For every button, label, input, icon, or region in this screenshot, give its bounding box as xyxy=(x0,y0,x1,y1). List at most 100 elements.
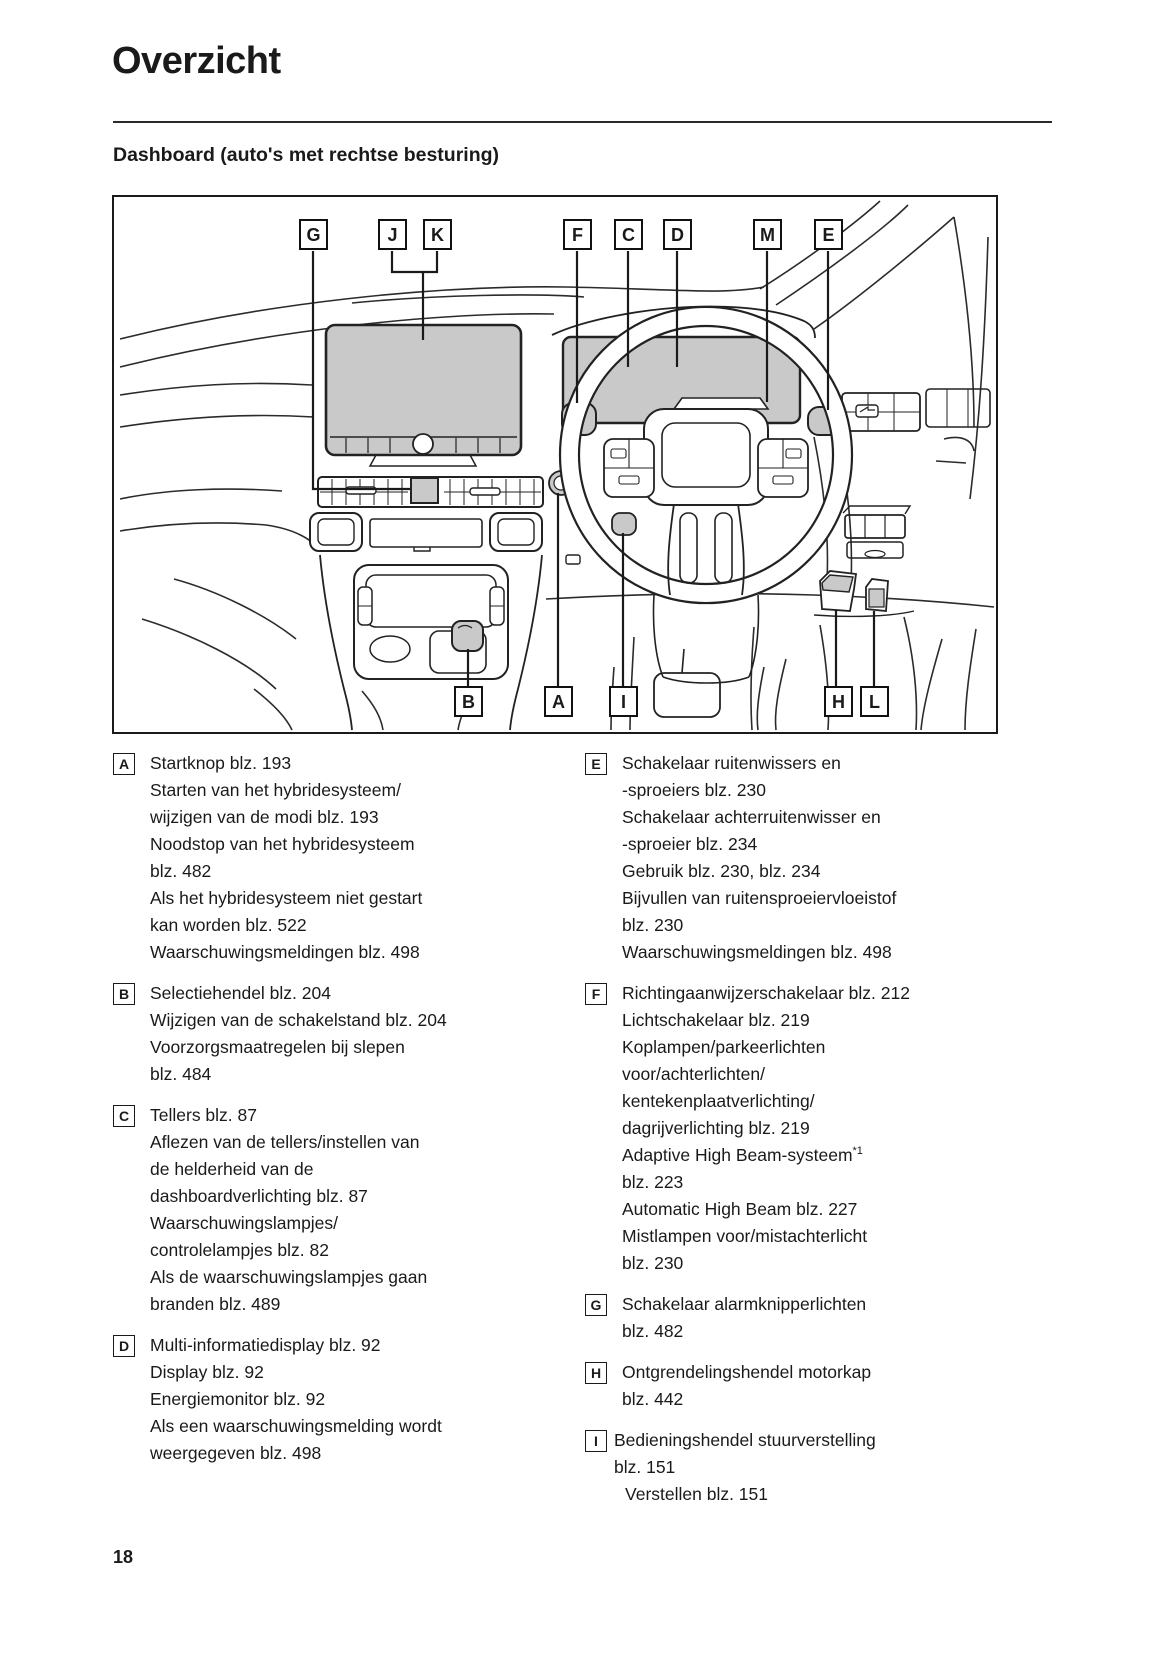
callout-L: L xyxy=(860,686,889,717)
legend-line: dagrijverlichting blz. 219 xyxy=(622,1118,810,1138)
legend-line: kentekenplaatverlichting/ xyxy=(622,1091,815,1111)
legend-line: Starten van het hybridesysteem/ xyxy=(150,780,401,800)
legend-line: Aflezen van de tellers/instellen van xyxy=(150,1132,420,1152)
callout-E: E xyxy=(814,219,843,250)
screen-knob xyxy=(412,433,434,455)
page-number: 18 xyxy=(113,1547,134,1567)
legend-line: Gebruik blz. 230, blz. 234 xyxy=(622,861,821,881)
legend-line: Schakelaar ruitenwissers en xyxy=(622,753,841,773)
steering-wheel xyxy=(558,305,854,684)
legend-line: blz. 442 xyxy=(622,1389,684,1409)
legend-letter-H: H xyxy=(585,1362,607,1384)
legend-line: wijzigen van de modi blz. 193 xyxy=(150,807,379,827)
legend-line: Als de waarschuwingslampjes gaan xyxy=(150,1267,428,1287)
right-spoke-buttons xyxy=(757,438,809,498)
dashboard-background xyxy=(119,200,995,731)
legend-line: dashboardverlichting blz. 87 xyxy=(150,1186,368,1206)
legend-line: blz. 484 xyxy=(150,1064,212,1084)
legend-line: Ontgrendelingshendel motorkap xyxy=(622,1362,872,1382)
infotainment-screen xyxy=(324,323,523,467)
legend-line: controlelampjes blz. 82 xyxy=(150,1240,329,1260)
legend-line: blz. 482 xyxy=(150,861,212,881)
left-spoke-buttons xyxy=(603,438,655,498)
legend-entry-D: D Multi-informatiedisplay blz. 92 Display … xyxy=(113,1332,571,1467)
dashboard-figure: G J K F C D M E B A I H L xyxy=(112,195,998,734)
legend-line: Noodstop van het hybridesysteem xyxy=(150,834,415,854)
legend-line: -sproeier blz. 234 xyxy=(622,834,758,854)
legend-line: Verstellen blz. 151 xyxy=(625,1484,769,1504)
legend-line: Wijzigen van de schakelstand blz. 204 xyxy=(150,1010,447,1030)
legend-line: de helderheid van de xyxy=(150,1159,314,1179)
hood-release-handle xyxy=(821,574,854,593)
legend-entry-G: G Schakelaar alarmknipperlichten blz. 482 xyxy=(585,1291,1055,1345)
legend-line: blz. 223 xyxy=(622,1172,684,1192)
legend-letter-F: F xyxy=(585,983,607,1005)
legend-line: Bijvullen van ruitensproeiervloeistof xyxy=(622,888,897,908)
callout-leader-lines xyxy=(311,251,876,686)
legend-line: Richtingaanwijzerschakelaar blz. 212 xyxy=(622,983,910,1003)
legend-letter-E: E xyxy=(585,753,607,775)
callout-H: H xyxy=(824,686,853,717)
legend-line: Waarschuwingsmeldingen blz. 498 xyxy=(150,942,420,962)
legend-line: weergegeven blz. 498 xyxy=(150,1443,322,1463)
right-air-vent xyxy=(841,388,991,432)
section-subtitle: Dashboard (auto's met rechtse besturing) xyxy=(113,144,500,166)
legend-line: Koplampen/parkeerlichten xyxy=(622,1037,826,1057)
legend-entry-H: H Ontgrendelingshendel motorkap blz. 442 xyxy=(585,1359,1055,1413)
legend-line: Als een waarschuwingsmelding wordt xyxy=(150,1416,442,1436)
tilt-lever xyxy=(611,512,637,536)
binnacle-hood xyxy=(551,305,816,339)
legend-line: blz. 151 xyxy=(614,1457,676,1477)
legend-line: blz. 230 xyxy=(622,915,684,935)
center-vents xyxy=(317,476,544,508)
callout-G: G xyxy=(299,219,328,250)
legend-line: Schakelaar alarmknipperlichten xyxy=(622,1294,867,1314)
column-top-display xyxy=(672,397,770,410)
legend-letter-A: A xyxy=(113,753,135,775)
legend-line: Bedieningshendel stuurverstelling xyxy=(614,1430,876,1450)
callout-F: F xyxy=(563,219,592,250)
legend-line: Multi-informatiedisplay blz. 92 xyxy=(150,1335,381,1355)
legend-letter-G: G xyxy=(585,1294,607,1316)
hazard-switch xyxy=(410,477,439,504)
legend-letter-C: C xyxy=(113,1105,135,1127)
lower-right-switches xyxy=(813,570,915,618)
callout-K: K xyxy=(423,219,452,250)
center-console xyxy=(319,554,581,731)
legend-line: blz. 230 xyxy=(622,1253,684,1273)
callout-B: B xyxy=(454,686,483,717)
legend-line: Schakelaar achterruitenwisser en xyxy=(622,807,881,827)
side-vents xyxy=(309,512,543,552)
callout-A: A xyxy=(544,686,573,717)
legend-line: Als het hybridesysteem niet gestart xyxy=(150,888,423,908)
legend-line: kan worden blz. 522 xyxy=(150,915,307,935)
legend-letter-D: D xyxy=(113,1335,135,1357)
dashboard-line-art xyxy=(119,200,995,731)
legend-line: Mistlampen voor/mistachterlicht xyxy=(622,1226,868,1246)
callout-D: D xyxy=(663,219,692,250)
callout-I: I xyxy=(609,686,638,717)
legend-line: Waarschuwingsmeldingen blz. 498 xyxy=(622,942,892,962)
legend-line: branden blz. 489 xyxy=(150,1294,281,1314)
legend-line: Adaptive High Beam-systeem*1 xyxy=(622,1145,863,1165)
legend-line: Voorzorgsmaatregelen bij slepen xyxy=(150,1037,405,1057)
legend-line: Energiemonitor blz. 92 xyxy=(150,1389,326,1409)
legend-line: blz. 482 xyxy=(622,1321,684,1341)
legend-line: voor/achterlichten/ xyxy=(622,1064,765,1084)
legend-line: Lichtschakelaar blz. 219 xyxy=(622,1010,810,1030)
legend-line: Display blz. 92 xyxy=(150,1362,264,1382)
page-title: Overzicht xyxy=(112,40,281,82)
callout-J: J xyxy=(378,219,407,250)
title-divider xyxy=(113,121,1052,123)
callout-C: C xyxy=(614,219,643,250)
callout-M: M xyxy=(753,219,782,250)
right-switch-panel xyxy=(842,505,912,559)
